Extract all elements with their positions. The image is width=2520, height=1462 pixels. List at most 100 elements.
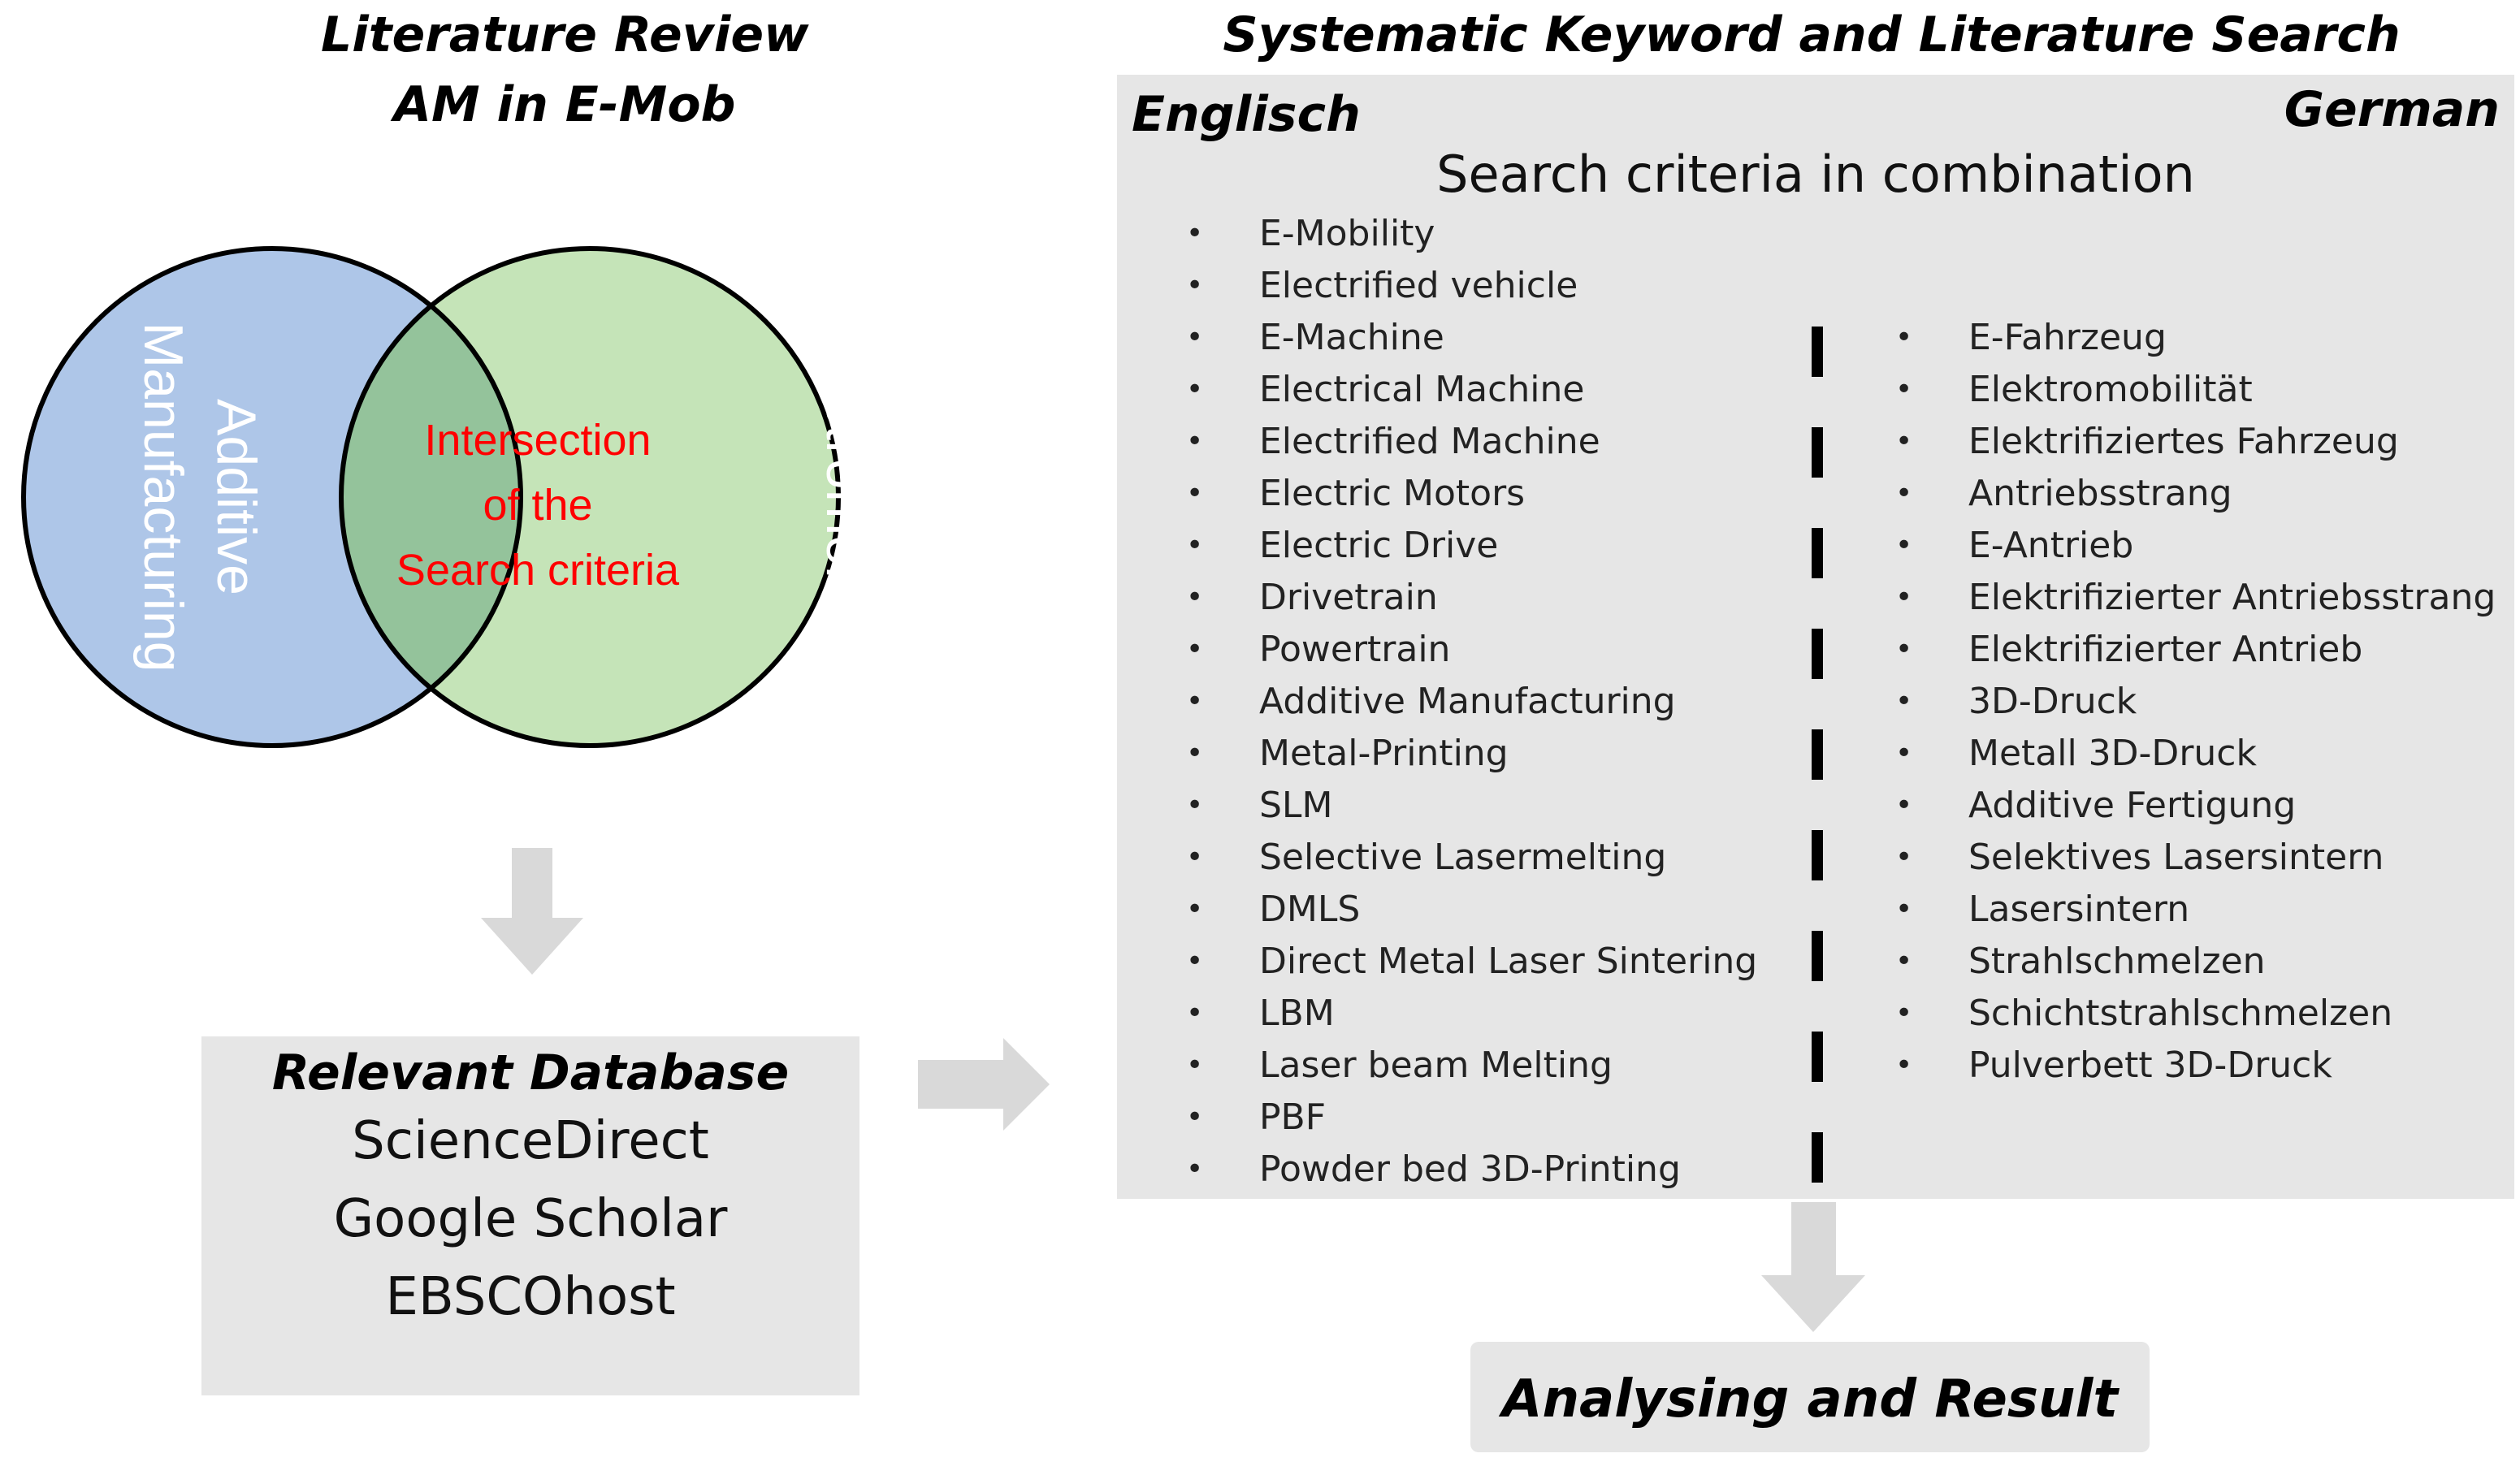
english-term-label: Electric Motors xyxy=(1259,473,1526,514)
bullet-icon: • xyxy=(1186,1101,1204,1134)
divider-dash xyxy=(1812,729,1823,780)
german-term-label: Schichtstrahlschmelzen xyxy=(1968,993,2393,1034)
german-term-item: • Schichtstrahlschmelzen xyxy=(1895,988,2496,1040)
arrow-right-to-search xyxy=(918,1038,1050,1131)
german-term-label: Elektrifiziertes Fahrzeug xyxy=(1968,421,2399,462)
bullet-icon: • xyxy=(1895,1049,1913,1082)
german-term-label: E-Fahrzeug xyxy=(1968,317,2167,358)
english-term-item: • E-Mobility xyxy=(1186,208,1917,260)
english-term-label: Laser beam Melting xyxy=(1259,1045,1613,1086)
bullet-icon: • xyxy=(1895,581,1913,614)
bullet-icon: • xyxy=(1186,1153,1204,1186)
bullet-icon: • xyxy=(1186,945,1204,978)
bullet-icon: • xyxy=(1895,997,1913,1030)
english-term-item: •Selective Lasermelting xyxy=(1186,832,1917,884)
analysing-result-box: Analysing and Result xyxy=(1470,1342,2150,1452)
bullet-icon: • xyxy=(1186,581,1204,614)
divider-dash xyxy=(1812,830,1823,880)
german-term-item: • Pulverbett 3D-Druck xyxy=(1895,1040,2496,1092)
divider-dash xyxy=(1812,528,1823,578)
bullet-icon: • xyxy=(1895,841,1913,874)
circle-right-label: Electromobility xyxy=(815,318,877,677)
english-term-label: Direct Metal Laser Sintering xyxy=(1259,941,1758,982)
german-term-item: • Additive Fertigung xyxy=(1895,780,2496,832)
divider-dash xyxy=(1812,1132,1823,1183)
german-term-item: •Antriebsstrang xyxy=(1895,468,2496,520)
bullet-icon: • xyxy=(1186,217,1204,250)
english-term-item: • SLM xyxy=(1186,780,1917,832)
german-term-label: Elektromobilität xyxy=(1968,369,2253,410)
divider-dash xyxy=(1812,427,1823,478)
bullet-icon: • xyxy=(1186,893,1204,926)
german-term-label: Strahlschmelzen xyxy=(1968,941,2266,982)
database-title: Relevant Database xyxy=(271,1045,790,1101)
german-term-label: Antriebsstrang xyxy=(1968,473,2232,514)
bullet-icon: • xyxy=(1895,425,1913,458)
bullet-icon: • xyxy=(1895,737,1913,770)
intersection-line1: Intersection xyxy=(424,416,651,465)
german-term-item: •Lasersintern xyxy=(1895,884,2496,936)
english-term-label: PBF xyxy=(1259,1096,1327,1138)
german-term-item: • Selektives Lasersintern xyxy=(1895,832,2496,884)
intersection-line2: of the xyxy=(483,481,592,530)
divider-dash xyxy=(1812,629,1823,679)
literature-review-title: Literature Review AM in E-Mob xyxy=(321,6,809,133)
german-term-item: •Elektrifizierter Antrieb xyxy=(1895,624,2496,676)
german-term-label: E-Antrieb xyxy=(1968,525,2134,566)
german-term-item: • Elektrifizierter Antriebsstrang xyxy=(1895,572,2496,624)
english-term-label: Electrified vehicle xyxy=(1259,265,1578,306)
bullet-icon: • xyxy=(1186,373,1204,406)
german-term-item: • Elektrifiziertes Fahrzeug xyxy=(1895,416,2496,468)
german-term-item: •E-Fahrzeug xyxy=(1895,312,2496,364)
english-term-label: Drivetrain xyxy=(1259,577,1438,618)
german-term-item: • E-Antrieb xyxy=(1895,520,2496,572)
german-term-label: Metall 3D-Druck xyxy=(1968,733,2257,774)
database-google-scholar: Google Scholar xyxy=(333,1189,728,1249)
english-term-item: • PBF xyxy=(1186,1092,1917,1144)
english-term-label: Electrified Machine xyxy=(1259,421,1600,462)
intersection-line3: Search criteria xyxy=(396,546,680,595)
german-term-label: Elektrifizierter Antrieb xyxy=(1968,629,2363,670)
bullet-icon: • xyxy=(1895,893,1913,926)
german-term-label: Additive Fertigung xyxy=(1968,785,2297,826)
german-term-item: •Elektromobilität xyxy=(1895,364,2496,416)
english-term-item: •Electrical Machine xyxy=(1186,364,1917,416)
english-term-item: • Additive Manufacturing xyxy=(1186,676,1917,728)
circle-left-label-line1: Additive xyxy=(206,399,267,595)
german-term-label: Pulverbett 3D-Druck xyxy=(1968,1045,2332,1086)
search-criteria-box: Englisch German Search criteria in combi… xyxy=(1117,75,2514,1199)
bullet-icon: • xyxy=(1186,477,1204,510)
german-term-label: Elektrifizierter Antriebsstrang xyxy=(1968,577,2496,618)
bullet-icon: • xyxy=(1186,1049,1204,1082)
systematic-search-title: Systematic Keyword and Literature Search xyxy=(1223,6,2401,63)
english-term-label: E-Mobility xyxy=(1259,213,1435,254)
bullet-icon: • xyxy=(1895,945,1913,978)
bullet-icon: • xyxy=(1895,789,1913,822)
bullet-icon: • xyxy=(1186,425,1204,458)
bullet-icon: • xyxy=(1186,789,1204,822)
bullet-icon: • xyxy=(1186,737,1204,770)
bullet-icon: • xyxy=(1186,321,1204,354)
search-criteria-subtitle: Search criteria in combination xyxy=(1436,145,2195,204)
german-term-label: Selektives Lasersintern xyxy=(1968,837,2384,878)
right-circle-outline xyxy=(339,246,841,748)
arrow-down-to-database xyxy=(481,848,583,975)
database-ebscohost: EBSCOhost xyxy=(385,1267,676,1327)
english-term-item: •Powertrain xyxy=(1186,624,1917,676)
english-term-label: Powertrain xyxy=(1259,629,1451,670)
english-term-label: Additive Manufacturing xyxy=(1259,681,1676,722)
english-term-label: SLM xyxy=(1259,785,1333,826)
bullet-icon: • xyxy=(1895,685,1913,718)
english-term-item: •Electric Drive xyxy=(1186,520,1917,572)
divider-dash xyxy=(1812,931,1823,981)
english-term-item: •Electrified vehicle xyxy=(1186,260,1917,312)
bullet-icon: • xyxy=(1186,841,1204,874)
german-term-label: 3D-Druck xyxy=(1968,681,2137,722)
bullet-icon: • xyxy=(1186,685,1204,718)
english-term-label: LBM xyxy=(1259,993,1335,1034)
english-term-item: • LBM xyxy=(1186,988,1917,1040)
relevant-database-box: Relevant Database ScienceDirect Google S… xyxy=(201,1036,859,1395)
bullet-icon: • xyxy=(1895,529,1913,562)
divider-dash xyxy=(1812,327,1823,377)
